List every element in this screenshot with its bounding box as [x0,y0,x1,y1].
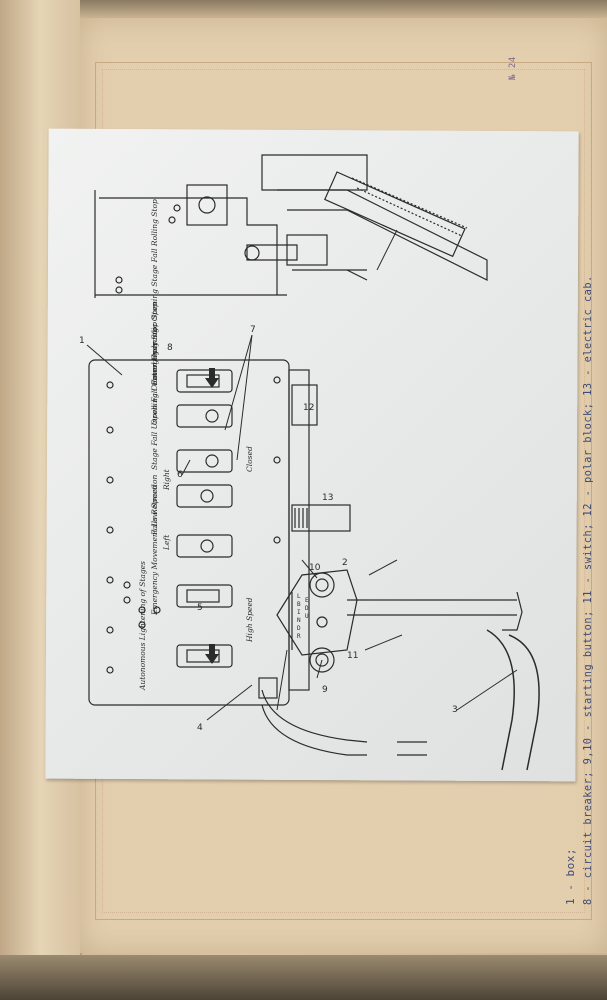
block-letter: N [297,617,301,624]
switch-label-1: Autonomous Lightening of Stages [138,561,147,691]
part-number-8: 8 [167,343,173,353]
part-number-3: 3 [452,705,458,715]
part-number-6: 6 [177,470,183,480]
part-number-7: 7 [250,325,256,335]
block-letter-group: L B I N D R E D U [297,593,309,640]
block-letter: D [297,625,301,632]
caption-line-1: 1 - box; [564,848,577,905]
switch-label-2: Emergency Movement Low Speed [150,485,159,616]
switch-label-5: Right [162,468,171,491]
arrow-left-icon-2 [205,368,219,388]
part-number-10: 10 [309,563,321,573]
part-number-12: 12 [303,403,314,413]
block-letter: U [305,613,309,620]
control-box [88,359,351,706]
side-view [94,154,488,298]
part-number-labels: 1 2 3 4 5 6 7 8 9 10 11 12 13 [79,325,458,733]
part-number-1: 1 [79,336,85,346]
arrow-icons [205,368,219,664]
block-letter: E [305,597,309,604]
caption-line-2: 8 - circuit breaker; 9,10 - starting but… [582,275,594,905]
switch-label-10: Emergency Stop Stop [150,302,159,386]
block-letter: D [305,605,309,612]
block-letter: R [297,633,301,640]
block-letter: L [297,593,301,600]
switch-label-8: Closed [245,446,254,472]
switch-label-6: Falls Retraction [150,475,159,536]
switch-label-4: Left [162,534,171,551]
part-number-2: 2 [342,558,348,568]
block-letter: B [297,601,301,608]
part-number-4: 4 [197,723,203,733]
switch-label-group: Autonomous Lightening of Stages Emergenc… [138,199,254,691]
part-number-5: 5 [197,603,203,613]
part-number-11: 11 [347,651,358,661]
caption-line-1-start: 1 - box; [564,848,577,905]
arrow-left-icon [205,644,219,664]
corner-mark: № 24 [508,56,518,80]
top-shadow [80,0,607,18]
part-number-9: 9 [322,685,328,695]
switch-label-9: Open Fall Cover Hydraulic Opening Stage … [150,199,159,425]
block-letter: I [297,609,301,616]
technical-drawing: 1 2 3 4 5 6 7 8 9 10 11 12 13 Autonomous… [79,154,540,771]
switch-label-7: Stage Fall Unrolling Control Opening [150,328,159,470]
bottom-shadow [0,955,607,1000]
leader-lines [86,229,518,721]
part-number-13: 13 [322,493,333,503]
breaker-block [258,569,540,771]
switch-label-3: High Speed [245,597,254,643]
